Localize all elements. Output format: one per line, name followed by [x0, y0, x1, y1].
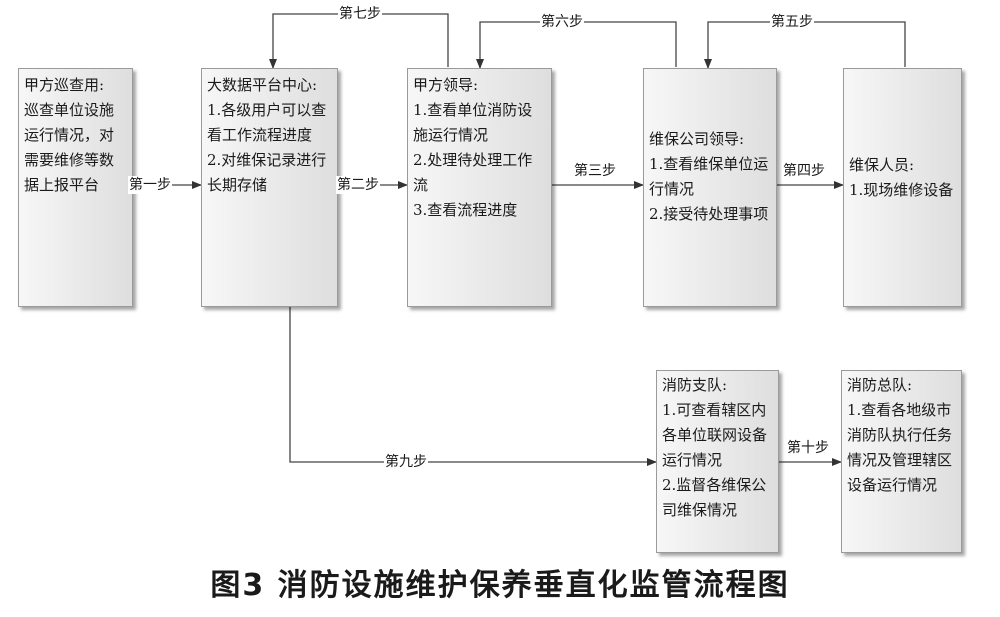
label-step9: 第九步 [384, 453, 428, 471]
node-line: 1.查看维保单位运行情况 [649, 155, 769, 198]
node-line: 2.对维保记录进行长期存储 [207, 151, 327, 194]
label-step2: 第二步 [336, 176, 380, 194]
node-line: 1.查看各地级市消防队执行任务情况及管理辖区设备运行情况 [847, 401, 953, 494]
node-title: 甲方巡查用: [24, 76, 105, 94]
label-step3: 第三步 [573, 162, 617, 180]
node-title: 维保公司领导: [649, 130, 745, 148]
node-line: 2.处理待处理工作流 [413, 151, 533, 194]
node-fire-corps: 消防总队: 1.查看各地级市消防队执行任务情况及管理辖区设备运行情况 [841, 370, 962, 553]
label-step4: 第四步 [782, 162, 826, 180]
node-title: 消防总队: [847, 376, 913, 394]
node-maint-company-leader: 维保公司领导: 1.查看维保单位运行情况 2.接受待处理事项 [643, 68, 777, 307]
arrow-step9 [289, 307, 657, 466]
node-line: 巡查单位设施运行情况，对需要维修等数据上报平台 [24, 101, 115, 194]
label-step1: 第一步 [128, 176, 172, 194]
label-step7: 第七步 [338, 5, 382, 23]
node-title: 消防支队: [662, 376, 728, 394]
node-line: 1.现场维修设备 [849, 181, 954, 199]
node-line: 1.各级用户可以查看工作流程进度 [207, 101, 327, 144]
node-title: 大数据平台中心: [207, 76, 318, 94]
node-line: 1.查看单位消防设施运行情况 [413, 101, 533, 144]
node-line: 2.监督各维保公司维保情况 [662, 476, 767, 519]
node-line: 1.可查看辖区内各单位联网设备运行情况 [662, 401, 768, 469]
node-title: 甲方领导: [413, 76, 479, 94]
label-step5: 第五步 [770, 13, 814, 31]
node-maint-staff: 维保人员: 1.现场维修设备 [843, 68, 962, 307]
label-step6: 第六步 [540, 13, 584, 31]
node-party-a-leader: 甲方领导: 1.查看单位消防设施运行情况 2.处理待处理工作流 3.查看流程进度 [407, 68, 552, 307]
label-step10: 第十步 [786, 439, 830, 457]
node-title: 维保人员: [849, 156, 915, 174]
node-line: 2.接受待处理事项 [649, 205, 769, 223]
node-party-a-inspect: 甲方巡查用: 巡查单位设施运行情况，对需要维修等数据上报平台 [18, 68, 133, 307]
node-big-data-center: 大数据平台中心: 1.各级用户可以查看工作流程进度 2.对维保记录进行长期存储 [201, 68, 338, 307]
node-fire-detachment: 消防支队: 1.可查看辖区内各单位联网设备运行情况 2.监督各维保公司维保情况 [656, 370, 779, 553]
node-line: 3.查看流程进度 [413, 201, 518, 219]
figure-caption: 图3 消防设施维护保养垂直化监管流程图 [210, 568, 790, 603]
